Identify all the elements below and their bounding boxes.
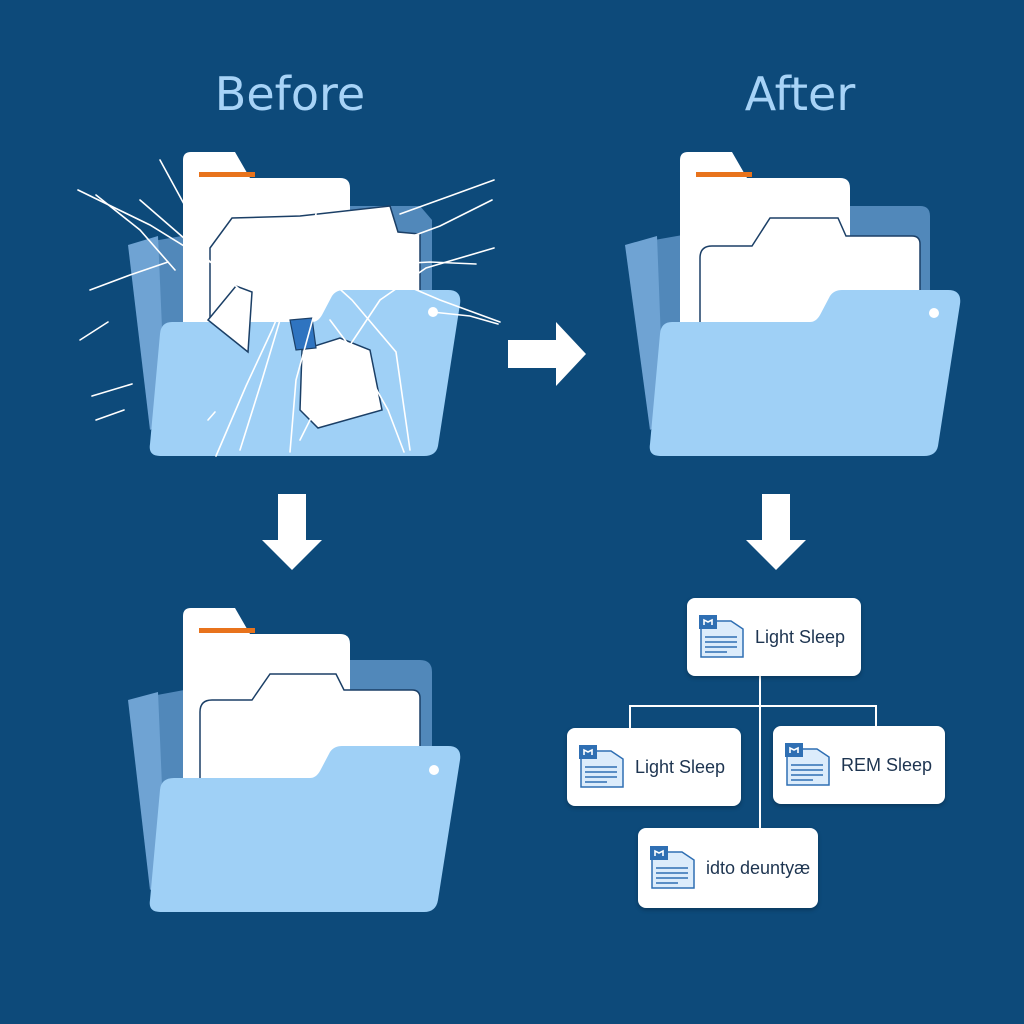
shard-piece — [289, 317, 317, 351]
arrow-right-icon — [508, 322, 586, 386]
document-icon — [697, 613, 747, 661]
tree-connectors — [629, 676, 877, 828]
after-folder-icon — [625, 152, 961, 456]
tree-node-label: REM Sleep — [841, 754, 933, 775]
after-heading: After — [744, 67, 856, 121]
folder-front — [649, 290, 961, 456]
document-icon — [783, 741, 833, 789]
folder-dot — [429, 765, 439, 775]
shard-piece — [206, 285, 253, 354]
tree-node-root[interactable]: Light Sleep — [687, 598, 861, 676]
tab-accent — [199, 628, 255, 633]
folder-back-panel-shade — [625, 236, 664, 430]
folder-front — [149, 746, 461, 912]
tree-node-label: Light Sleep — [635, 756, 726, 777]
arrow-down-icon — [746, 494, 806, 570]
folder-dot — [929, 308, 939, 318]
tab-accent — [199, 172, 255, 177]
document-icon — [577, 743, 627, 791]
tree-node-label: idto deuntyæ — [706, 857, 811, 878]
crack-lines — [77, 159, 501, 457]
broken-folder-icon — [77, 152, 501, 457]
document-icon — [648, 844, 698, 892]
before-heading: Before — [214, 67, 366, 121]
tree-node-child[interactable]: idto deuntyæ — [638, 828, 818, 908]
before-bottom-folder-icon — [128, 608, 461, 912]
tree-node-child[interactable]: Light Sleep — [567, 728, 741, 806]
tree-node-child[interactable]: REM Sleep — [773, 726, 945, 804]
arrow-down-icon — [262, 494, 322, 570]
tree-node-label: Light Sleep — [755, 626, 846, 647]
tab-accent — [696, 172, 752, 177]
